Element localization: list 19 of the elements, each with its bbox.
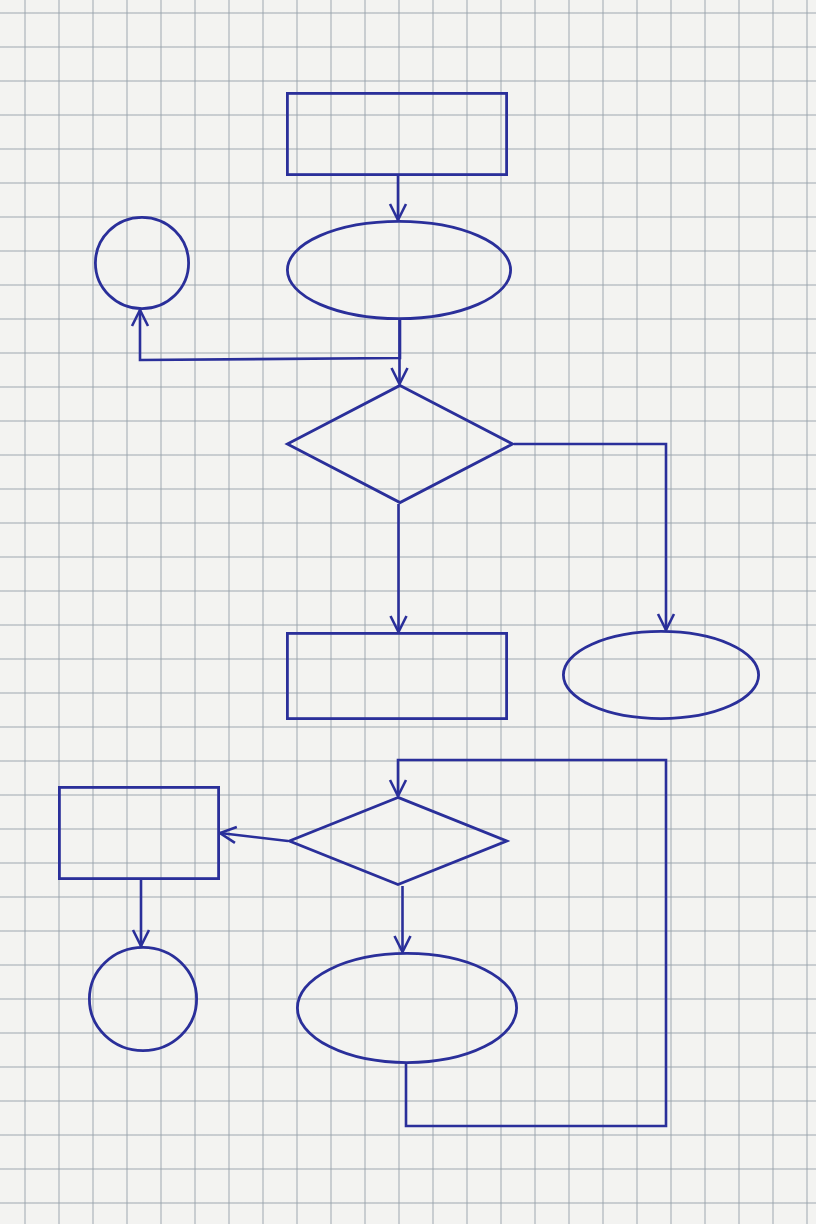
terminal-oval [286, 220, 512, 320]
decision-diamond [288, 796, 508, 886]
decision-diamond [286, 384, 514, 504]
process-box [58, 786, 220, 880]
terminal-oval [296, 952, 518, 1064]
terminal-oval [562, 630, 760, 720]
arrow [388, 176, 408, 222]
arrow [388, 758, 668, 1128]
arrow [393, 886, 412, 954]
connector-circle [88, 946, 198, 1052]
process-box [286, 632, 508, 720]
process-box [286, 92, 508, 176]
arrow [131, 880, 151, 948]
arrow [514, 442, 676, 632]
arrow [390, 320, 409, 386]
connector-circle [94, 216, 190, 310]
arrow [218, 825, 289, 845]
arrow [130, 308, 402, 362]
arrow [389, 504, 408, 634]
